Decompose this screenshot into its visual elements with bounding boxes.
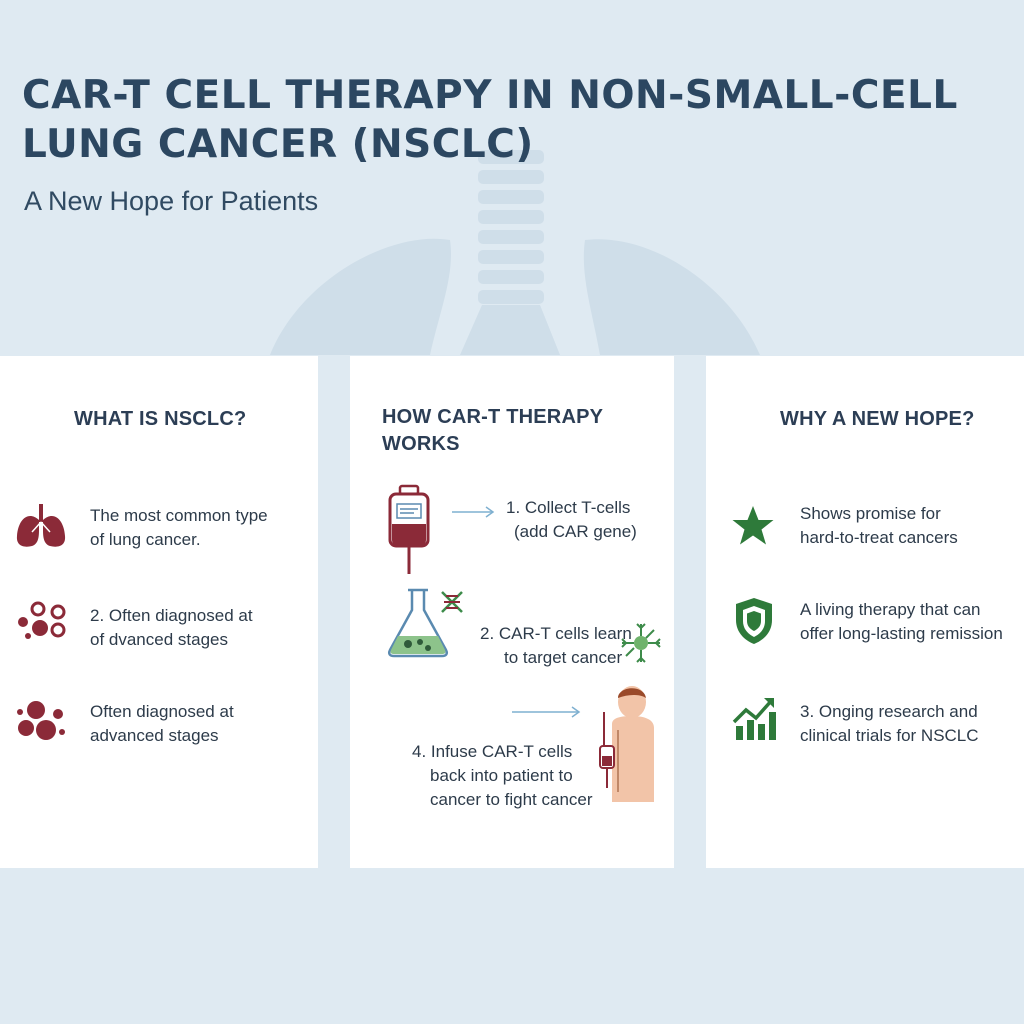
arrow-icon <box>512 706 581 718</box>
card-why-new-hope: WHY A NEW HOPE? Shows promise for hard-t… <box>706 356 1024 868</box>
card-heading: HOW CAR-T THERAPY WORKS <box>382 406 604 455</box>
title-line-1: CAR-T CELL THERAPY IN NON-SMALL-CELL <box>22 73 958 118</box>
step-item: 4. Infuse CAR-T cells back into patient … <box>412 742 593 809</box>
page-title: CAR-T CELL THERAPY IN NON-SMALL-CELL LUN… <box>22 72 982 170</box>
cells-cluster-icon <box>18 601 66 639</box>
card-heading: WHY A NEW HOPE? <box>780 408 975 430</box>
step-item: 2. CAR-T cells learn to target cancer <box>480 624 632 667</box>
patient-infusion-icon <box>599 686 654 802</box>
list-item: 2. Often diagnosed at of dvanced stages <box>90 606 253 649</box>
card-how-car-t-works: HOW CAR-T THERAPY WORKS 1. Collect T-cel… <box>350 356 674 868</box>
blood-bag-icon <box>388 484 430 574</box>
page-subtitle: A New Hope for Patients <box>24 186 319 216</box>
shield-icon <box>736 598 772 644</box>
title-line-2: LUNG CANCER (NSCLC) <box>22 121 534 167</box>
lungs-icon <box>16 504 66 547</box>
list-item: 3. Onging research and clinical trials f… <box>800 702 979 745</box>
star-icon <box>732 506 774 545</box>
card-heading: WHAT IS NSCLC? <box>74 408 247 430</box>
list-item: Often diagnosed at advanced stages <box>90 702 234 745</box>
flask-dna-icon <box>387 588 463 658</box>
growth-chart-icon <box>732 698 776 740</box>
tumor-cells-icon <box>17 701 65 740</box>
list-item: Shows promise for hard-to-treat cancers <box>800 504 958 547</box>
list-item: A living therapy that can offer long-las… <box>800 600 1003 643</box>
arrow-icon <box>452 506 495 518</box>
list-item: The most common type of lung cancer. <box>90 506 268 549</box>
car-t-cell-icon <box>621 623 661 663</box>
card-what-is-nsclc: WHAT IS NSCLC? The most common type of l… <box>0 356 318 868</box>
step-item: 1. Collect T-cells (add CAR gene) <box>506 498 637 541</box>
